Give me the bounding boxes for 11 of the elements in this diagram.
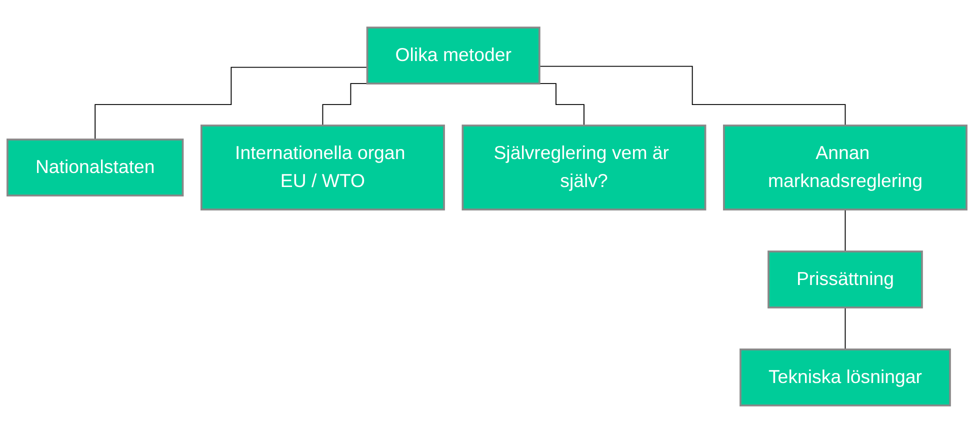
connector [844, 209, 846, 252]
node-box: Nationalstaten [6, 138, 184, 196]
node-box: Olika metoder [366, 26, 540, 84]
node-box: Tekniska lösningar [740, 348, 951, 406]
connector [94, 66, 368, 140]
connector [844, 307, 846, 350]
connector [538, 66, 846, 126]
node-box: Självreglering vem är själv? [462, 124, 706, 210]
node-box: Internationella organ EU / WTO [200, 124, 445, 210]
node-box: Prissättning [768, 250, 923, 308]
node-box: Annan marknadsreglering [723, 124, 968, 210]
